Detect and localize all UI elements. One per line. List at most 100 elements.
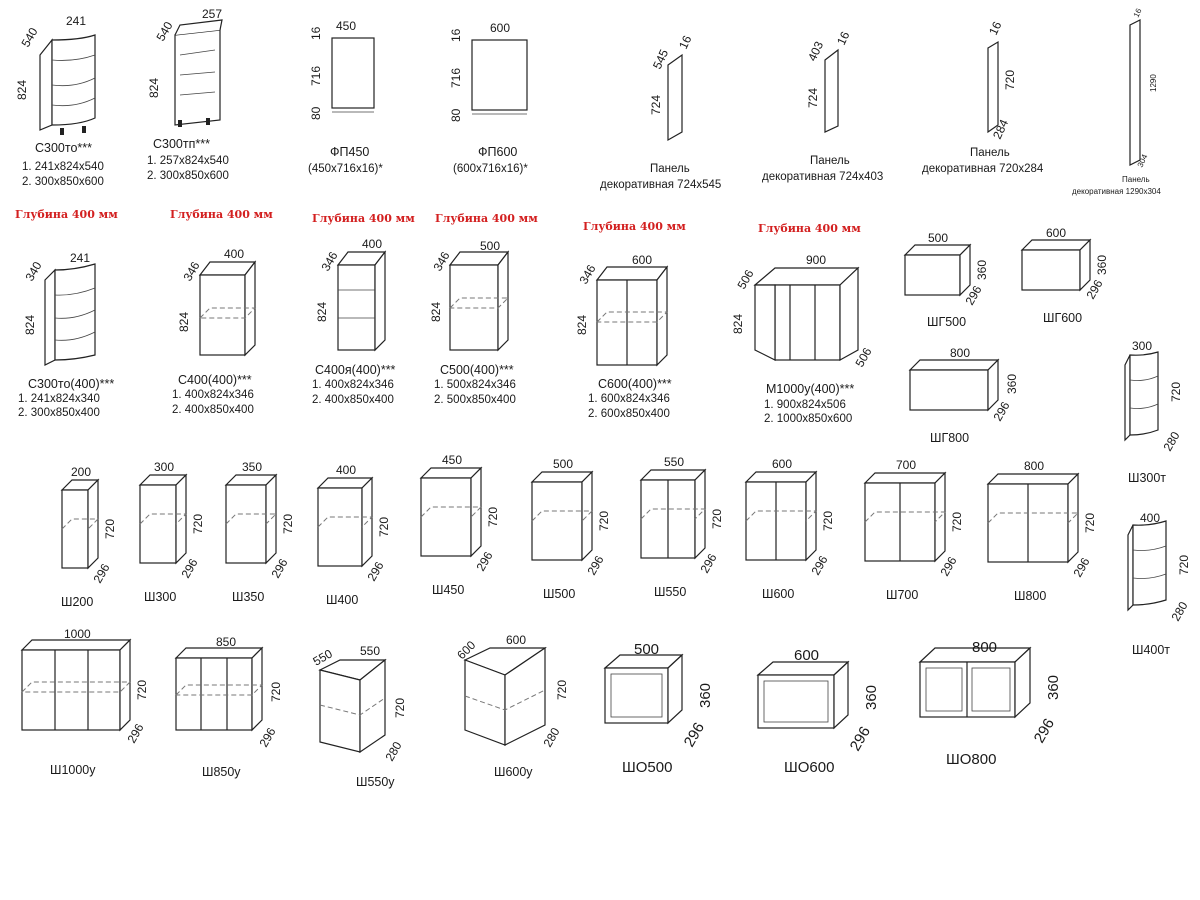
svg-text:ШГ800: ШГ800 [930, 431, 969, 445]
cabinet-sh400t: 400 720 280 Ш400т [1127, 511, 1191, 657]
panel-1290x304: 16 1290 304 Панель декоративная 1290х304 [1072, 6, 1161, 196]
svg-text:1. 400х824х346: 1. 400х824х346 [172, 389, 254, 401]
panel-724x545: 545 16 724 Панель декоративная 724х545 [600, 33, 721, 191]
size-2: 2. 300х850х600 [147, 170, 229, 182]
dim-base: 80 [449, 108, 463, 122]
svg-text:720: 720 [393, 698, 407, 718]
svg-text:1290: 1290 [1149, 74, 1158, 92]
svg-text:1000: 1000 [64, 627, 91, 641]
svg-text:500: 500 [480, 239, 500, 253]
item-name: Ш350 [232, 590, 264, 604]
svg-text:600: 600 [632, 253, 652, 267]
svg-text:280: 280 [1160, 429, 1182, 454]
item-name: Ш400 [326, 593, 358, 607]
facade-fp450: 450 16 716 80 ФП450 (450х716х16)* [308, 19, 383, 175]
svg-text:400: 400 [1140, 511, 1160, 525]
item-name: Ш300 [144, 590, 176, 604]
svg-text:Панель: Панель [970, 147, 1010, 159]
cabinet-front [420, 477, 472, 557]
svg-text:720: 720 [1003, 70, 1017, 90]
cabinet-sh600u: 600 600 720 280 Ш600у [454, 633, 569, 779]
svg-text:2. 300х850х400: 2. 300х850х400 [18, 407, 100, 419]
cabinet-sh300t: 300 720 280 Ш300т [1124, 339, 1183, 485]
cabinet-shg800: 800 360 296 ШГ800 [908, 346, 1019, 445]
dim-height: 720 [821, 511, 835, 531]
depth-note: Глубина 400 мм [15, 208, 118, 221]
svg-text:360: 360 [1045, 675, 1062, 700]
svg-text:296: 296 [847, 724, 874, 754]
cabinet-top [639, 469, 707, 481]
dim-depth: 296 [697, 551, 719, 576]
svg-text:2. 400х850х400: 2. 400х850х400 [172, 404, 254, 416]
svg-text:280: 280 [382, 739, 404, 764]
shelf-line [864, 511, 947, 523]
svg-text:С500(400)***: С500(400)*** [440, 363, 514, 377]
svg-text:296: 296 [124, 721, 146, 746]
cabinet-front [61, 489, 89, 569]
cabinet-sh850u: 850 720 296 Ш850у [174, 635, 283, 779]
svg-text:800: 800 [950, 346, 970, 360]
svg-text:1. 500х824х346: 1. 500х824х346 [434, 379, 516, 391]
svg-text:824: 824 [575, 315, 589, 335]
size-2: 2. 300х850х600 [22, 176, 104, 188]
svg-text:Панель: Панель [810, 155, 850, 167]
shelf-line [61, 518, 100, 530]
svg-text:16: 16 [676, 33, 694, 51]
dim-depth: 540 [18, 25, 40, 50]
svg-text:850: 850 [216, 635, 236, 649]
item-name: Ш700 [886, 588, 918, 602]
cabinet-c600: 346 600 824 С600(400)*** 1. 600х824х346 … [575, 253, 672, 420]
dim-height: 824 [147, 78, 161, 98]
svg-text:346: 346 [576, 262, 598, 287]
svg-text:296: 296 [681, 720, 708, 750]
facade-fp600: 600 16 716 80 ФП600 (600х716х16)* [449, 21, 528, 175]
svg-text:2. 1000х850х600: 2. 1000х850х600 [764, 413, 852, 425]
wall-cabinets-row: 200720296Ш200300720296Ш300350720296Ш3504… [60, 453, 1097, 609]
svg-text:724: 724 [649, 95, 663, 115]
svg-text:720: 720 [269, 682, 283, 702]
item-name: Ш550 [654, 585, 686, 599]
svg-text:403: 403 [805, 39, 826, 63]
svg-text:Панель: Панель [650, 163, 690, 175]
dim-depth: 296 [178, 556, 200, 581]
svg-text:506: 506 [734, 267, 756, 292]
svg-text:Ш1000у: Ш1000у [50, 763, 96, 777]
svg-text:360: 360 [1095, 255, 1109, 275]
svg-text:1. 600х824х346: 1. 600х824х346 [588, 393, 670, 405]
size-1: (450х716х16)* [308, 163, 383, 175]
cabinet-c500: 346 500 824 С500(400)*** 1. 500х824х346 … [429, 239, 516, 406]
cabinet-c300tp: 540 257 824 С300тп*** 1. 257х824х540 2. … [147, 7, 229, 182]
svg-text:550: 550 [360, 644, 380, 658]
dim-height: 716 [309, 66, 323, 86]
svg-text:400: 400 [362, 237, 382, 251]
dim-width: 450 [336, 19, 356, 33]
svg-text:16: 16 [834, 29, 852, 47]
svg-text:280: 280 [1168, 599, 1190, 624]
dim-depth: 296 [90, 561, 112, 586]
dim-height: 720 [103, 519, 117, 539]
item-name: Ш500 [543, 587, 575, 601]
svg-text:360: 360 [863, 685, 880, 710]
dim-width: 700 [896, 458, 916, 472]
svg-text:ШО800: ШО800 [946, 751, 996, 768]
svg-text:ШО500: ШО500 [622, 759, 672, 776]
dim-width: 500 [553, 457, 573, 471]
dim-height: 720 [486, 507, 500, 527]
svg-text:500: 500 [634, 641, 659, 658]
item-name: Ш450 [432, 583, 464, 597]
svg-text:1. 900х824х506: 1. 900х824х506 [764, 399, 846, 411]
dim-height: 716 [449, 68, 463, 88]
dim-height: 824 [15, 80, 29, 100]
svg-text:С400я(400)***: С400я(400)*** [315, 363, 396, 377]
svg-text:Ш850у: Ш850у [202, 765, 241, 779]
cabinet-front [317, 487, 363, 567]
panel-724x403: 403 16 724 Панель декоративная 724х403 [762, 29, 883, 183]
svg-text:М1000у(400)***: М1000у(400)*** [766, 382, 854, 396]
svg-text:360: 360 [975, 260, 989, 280]
